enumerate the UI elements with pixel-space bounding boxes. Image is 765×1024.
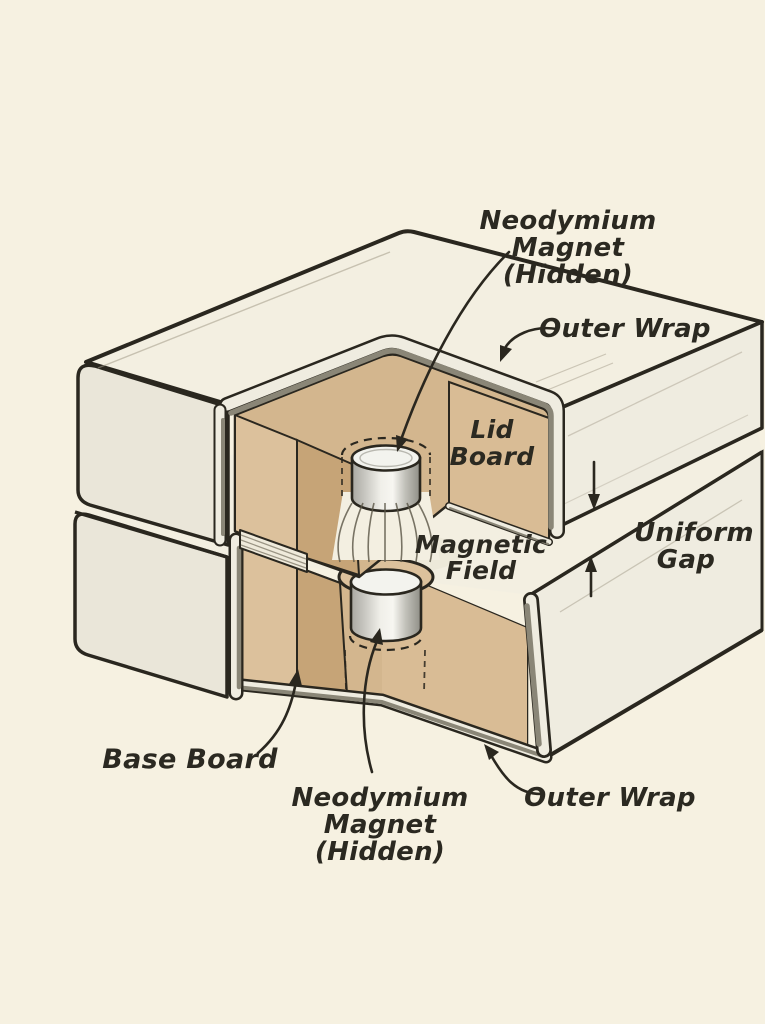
label-neodymium-magnet-bottom: Neodymium Magnet (Hidden) bbox=[291, 783, 468, 867]
base-top-right-edge bbox=[529, 450, 763, 597]
base-wrap-bottom-strip bbox=[226, 677, 553, 764]
base-top-front-edge bbox=[74, 510, 228, 559]
label-outer-wrap-top: Outer Wrap bbox=[539, 314, 711, 344]
lid-ridge-highlight bbox=[97, 251, 391, 369]
leader-arrows bbox=[256, 250, 596, 796]
lid-wrap-left-band bbox=[213, 403, 227, 547]
bottom-magnet-body bbox=[349, 580, 423, 643]
arrowhead-outer-wrap-top bbox=[500, 345, 512, 362]
lid-left-face bbox=[76, 363, 230, 547]
board-plies-texture bbox=[239, 529, 308, 573]
svg-text:(Hidden): (Hidden) bbox=[503, 260, 633, 290]
lid-wrap-seam-2 bbox=[544, 362, 614, 392]
top-magnet-rim bbox=[359, 448, 413, 468]
svg-text:Board: Board bbox=[450, 442, 536, 471]
arrow-base-board-leader bbox=[256, 680, 298, 755]
magnetic-field-lines bbox=[337, 502, 433, 563]
lid-front-highlight-1 bbox=[567, 351, 743, 437]
svg-text:Lid: Lid bbox=[470, 415, 514, 444]
arrowhead-gap-down bbox=[588, 494, 600, 510]
svg-text:Gap: Gap bbox=[657, 545, 715, 575]
arrow-magnet-bottom-leader bbox=[362, 639, 379, 774]
svg-text:Magnet: Magnet bbox=[324, 810, 438, 840]
svg-text:Uniform: Uniform bbox=[634, 518, 754, 548]
hidden-pocket-outline-top bbox=[340, 436, 432, 456]
hidden-pocket-dashes-bottom-left bbox=[344, 649, 347, 691]
lid-wrap-seam-1 bbox=[535, 353, 607, 383]
svg-text:(Hidden): (Hidden) bbox=[315, 837, 445, 867]
arrowhead-outer-wrap-bottom bbox=[484, 744, 499, 760]
arrowhead-base-board bbox=[289, 669, 302, 686]
arrow-outer-wrap-bottom-leader bbox=[490, 755, 543, 796]
arrowhead-magnet-bottom bbox=[370, 628, 383, 645]
label-neodymium-magnet-top: Neodymium Magnet (Hidden) bbox=[479, 206, 656, 290]
svg-text:Neodymium: Neodymium bbox=[291, 783, 468, 813]
base-wrap-left-band bbox=[228, 532, 244, 701]
hidden-pocket-outline-bottom bbox=[348, 635, 424, 652]
label-outer-wrap-bottom: Outer Wrap bbox=[524, 783, 696, 813]
hidden-pocket-dashes-bottom-right bbox=[423, 649, 426, 695]
label-lid-board: Lid Board bbox=[450, 415, 536, 471]
callout-labels: Neodymium Magnet (Hidden) Outer Wrap Lid… bbox=[102, 206, 754, 867]
gap-floor-patch bbox=[332, 492, 440, 560]
label-uniform-gap: Uniform Gap bbox=[634, 518, 754, 575]
arrowhead-gap-up bbox=[585, 556, 597, 572]
arrow-magnet-top-leader bbox=[400, 250, 511, 439]
top-magnet-body bbox=[350, 456, 422, 513]
lid-wrap-bottom-strip-right bbox=[445, 502, 553, 546]
base-board-cut-face-front bbox=[296, 565, 349, 696]
label-base-board: Base Board bbox=[102, 744, 278, 775]
svg-text:Magnet: Magnet bbox=[512, 233, 626, 263]
base-wrap-right-band bbox=[523, 592, 552, 758]
arrowhead-magnet-top bbox=[396, 435, 408, 452]
arrow-outer-wrap-top-leader bbox=[503, 326, 559, 350]
svg-text:Magnetic: Magnetic bbox=[415, 530, 547, 559]
svg-text:Field: Field bbox=[446, 556, 517, 585]
arrowheads bbox=[289, 345, 600, 760]
lid-wrap-notch-band bbox=[219, 334, 565, 539]
lid-box bbox=[76, 229, 764, 579]
base-bottom-right-edge bbox=[545, 628, 764, 759]
bottom-magnet-top bbox=[349, 568, 423, 596]
svg-text:Neodymium: Neodymium bbox=[479, 206, 656, 236]
label-magnetic-field: Magnetic Field bbox=[415, 530, 547, 585]
